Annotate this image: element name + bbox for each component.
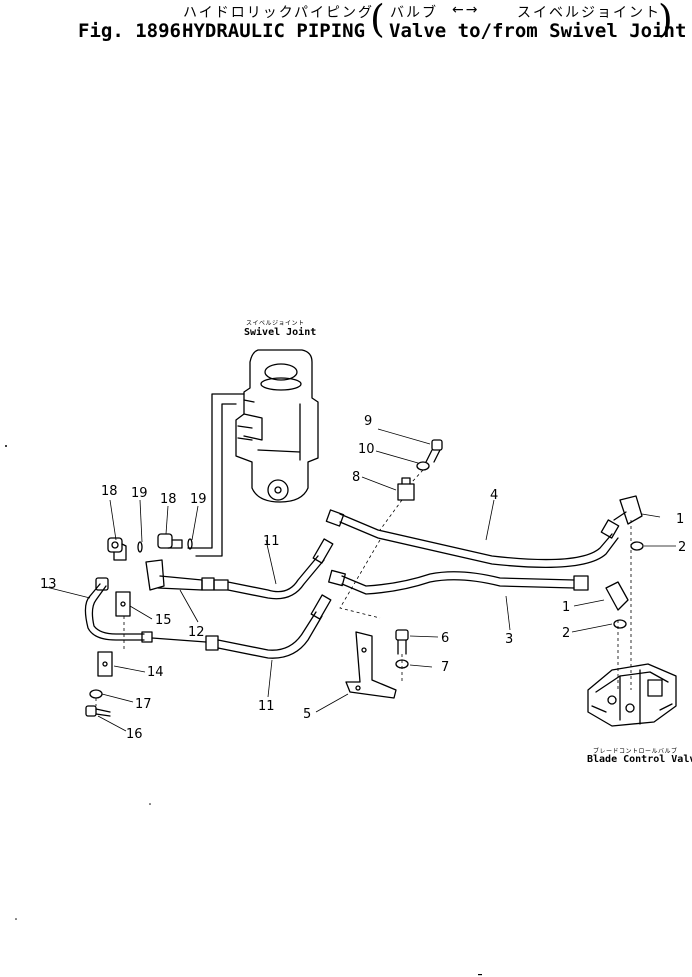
fig-label: Fig. 1896 [78, 20, 181, 42]
title-jp-valve: バルブ [390, 5, 438, 21]
callout-19: 19 [131, 486, 148, 501]
title-arrow: ←→ [452, 2, 480, 18]
hose-11-upper [227, 538, 334, 600]
callout-labels: 1 2 1 2 3 4 5 6 7 8 9 10 11 11 12 13 14 … [40, 414, 686, 742]
paren-open: ( [370, 0, 385, 41]
callout-16: 16 [126, 727, 143, 742]
callout-8: 8 [352, 470, 360, 485]
elbow-fitting-1-lower [605, 581, 629, 611]
o-ring-2-lower [613, 619, 627, 629]
paren-close: ) [658, 0, 673, 41]
elbow-fitting-18-right [157, 533, 183, 549]
callout-19: 19 [190, 492, 207, 507]
callout-13: 13 [40, 577, 57, 592]
o-ring-2-upper [630, 541, 644, 551]
bolt-9 [425, 439, 443, 463]
blade-valve-label-en: Blade Control Valve [587, 754, 692, 765]
hose-11-lower [151, 594, 332, 659]
washer-10 [416, 461, 430, 471]
swivel-joint-label-jp: スイベルジョイント [246, 320, 305, 327]
blade-control-valve [587, 663, 677, 727]
tube-13 [84, 577, 153, 643]
callout-10: 10 [358, 442, 375, 457]
tube-4 [325, 509, 620, 568]
callout-18: 18 [101, 484, 118, 499]
swivel-joint [235, 349, 319, 503]
title-en: HYDRAULIC PIPING [182, 20, 366, 42]
clip-8 [397, 477, 415, 501]
callout-9: 9 [364, 414, 372, 429]
callout-7: 7 [441, 660, 449, 675]
clamp-15 [115, 591, 131, 617]
callout-1: 1 [676, 512, 684, 527]
callout-6: 6 [441, 631, 449, 646]
callout-2: 2 [562, 626, 570, 641]
washer-17 [89, 689, 103, 699]
bolt-16 [85, 705, 111, 717]
callout-3: 3 [505, 632, 513, 647]
callout-11: 11 [263, 534, 280, 549]
elbow-fitting-1-upper [613, 495, 643, 525]
callout-2: 2 [678, 540, 686, 555]
callout-11: 11 [258, 699, 275, 714]
o-ring-19-left [137, 541, 143, 553]
tube-3 [328, 569, 589, 595]
swivel-supply-lines [187, 393, 245, 557]
bracket-5 [345, 631, 397, 699]
callout-12: 12 [188, 625, 205, 640]
callout-4: 4 [490, 488, 498, 503]
callout-5: 5 [303, 707, 311, 722]
o-ring-19-right [187, 538, 193, 550]
subtitle-en: Valve to/from Swivel Joint [389, 20, 687, 42]
callout-1: 1 [562, 600, 570, 615]
callout-15: 15 [155, 613, 172, 628]
clamp-14 [97, 651, 113, 677]
elbow-block-12 [145, 559, 229, 591]
title-jp-main: ハイドロリックパイピング [183, 5, 375, 21]
bolt-6 [395, 629, 409, 655]
title-jp-swivel: スイベルジョイント [517, 5, 661, 21]
callout-14: 14 [147, 665, 164, 680]
swivel-joint-label-en: Swivel Joint [244, 327, 317, 338]
callout-18: 18 [160, 492, 177, 507]
blade-valve-label-jp: ブレードコントロールバルブ [593, 748, 678, 755]
elbow-fitting-18-left [107, 537, 127, 561]
callout-17: 17 [135, 697, 152, 712]
